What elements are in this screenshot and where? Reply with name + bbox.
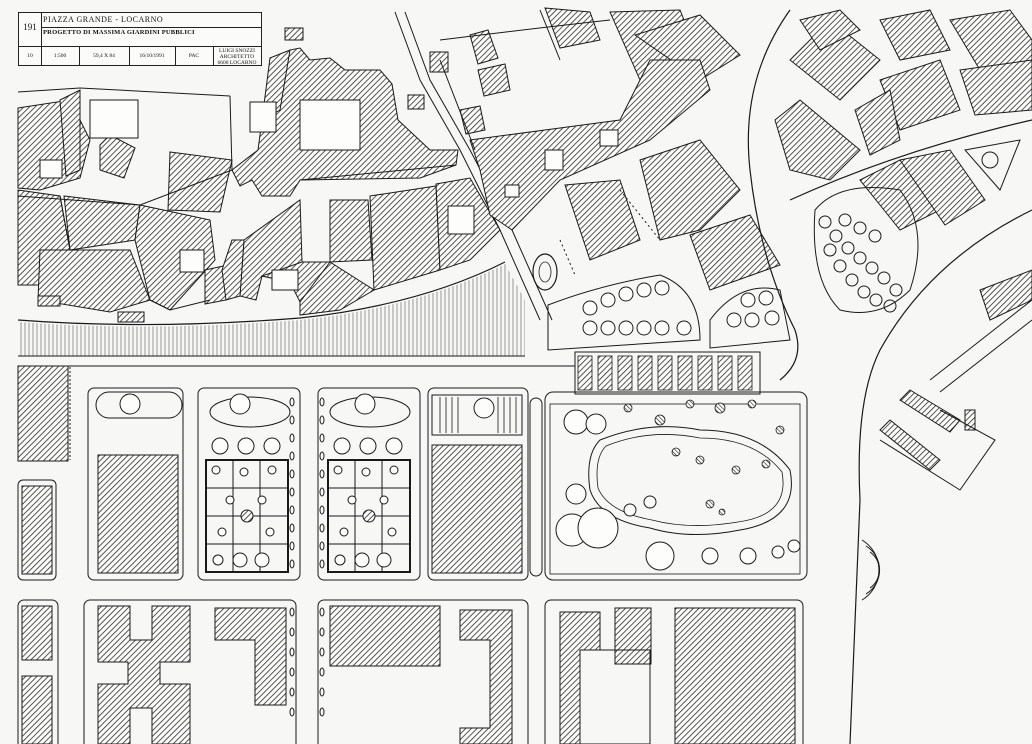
title-divider <box>41 27 261 28</box>
public-garden-inner <box>549 403 801 575</box>
drawing-subtitle: PROGETTO DI MASSIMA GIARDINI PUBBLICI <box>43 29 195 36</box>
narrow-strip <box>529 397 543 577</box>
old-town-courtyards <box>39 99 475 291</box>
building-left-small <box>21 485 53 575</box>
garden-shrubs <box>623 399 785 516</box>
harbour-steps <box>861 539 881 601</box>
left-parcel <box>17 365 69 462</box>
dotted-row <box>559 189 661 276</box>
right-district-buildings <box>774 9 1032 231</box>
upper-garden-bed <box>547 274 701 351</box>
canopy-stripes <box>439 397 517 433</box>
harbour-piers <box>879 269 1032 471</box>
upper-town-courtyards <box>504 129 619 198</box>
architect-name: LUIGI SNOZZI <box>219 48 255 54</box>
architect-title: ARCHITETTO <box>219 54 255 60</box>
building-block-a <box>97 454 179 574</box>
grid-blocks-row1 <box>17 387 529 581</box>
avenue-trees <box>289 397 325 717</box>
left-parcel-edge <box>55 365 71 460</box>
promenade-curve <box>17 261 506 326</box>
pergola-bays <box>577 355 753 391</box>
canopy-d <box>431 394 523 436</box>
drawn-by: PAC <box>175 47 214 66</box>
grid-blocks-row2 <box>17 599 804 744</box>
garden-path <box>588 426 792 535</box>
old-town-buildings <box>17 47 501 316</box>
upper-garden-bed-2 <box>709 287 791 349</box>
title-block-info-row: 10 1:500 59,4 X 84 16/10/1991 PAC LUIGI … <box>19 46 261 66</box>
plaza-trees <box>818 213 903 313</box>
formal-garden-c <box>327 459 411 573</box>
pier-outline <box>879 299 1032 491</box>
upper-garden-trees <box>582 280 780 336</box>
public-garden <box>544 391 808 581</box>
fountain <box>532 253 558 291</box>
row2-outlines <box>330 649 651 744</box>
tree-canopy-d <box>473 397 495 419</box>
architect-city: 6600 LOCARNO <box>217 60 257 66</box>
upper-town-buildings <box>459 7 781 291</box>
triangle-island <box>964 139 1021 191</box>
right-road-curve <box>747 9 799 381</box>
pergola <box>574 351 761 395</box>
tree-oval-plaza <box>813 187 919 313</box>
upper-street <box>439 9 611 151</box>
drawing-title: PIAZZA GRANDE - LOCARNO <box>43 15 164 24</box>
garden-trees-large <box>555 409 801 571</box>
table-number: 10 <box>19 47 42 66</box>
garden-trees <box>211 437 403 568</box>
row2-buildings <box>21 605 796 744</box>
fountain-inner <box>538 261 552 283</box>
title-block: 191 PIAZZA GRANDE - LOCARNO PROGETTO DI … <box>18 12 262 66</box>
architect-block: LUIGI SNOZZI ARCHITETTO 6600 LOCARNO <box>213 47 261 66</box>
oval-trees <box>119 393 376 415</box>
right-road-curve-2 <box>789 119 1032 201</box>
island-tree <box>981 151 999 169</box>
garden-path-inner <box>596 434 784 526</box>
right-road-curve-3 <box>849 209 1032 744</box>
sheet-number: 191 <box>19 13 42 46</box>
building-block-d <box>431 444 523 574</box>
old-town-streets <box>17 11 553 321</box>
paper-size: 59,4 X 84 <box>79 47 130 66</box>
scale: 1:500 <box>41 47 80 66</box>
date: 16/10/1991 <box>129 47 176 66</box>
promenade-paving <box>18 264 525 356</box>
old-town-small-buildings <box>37 27 449 323</box>
